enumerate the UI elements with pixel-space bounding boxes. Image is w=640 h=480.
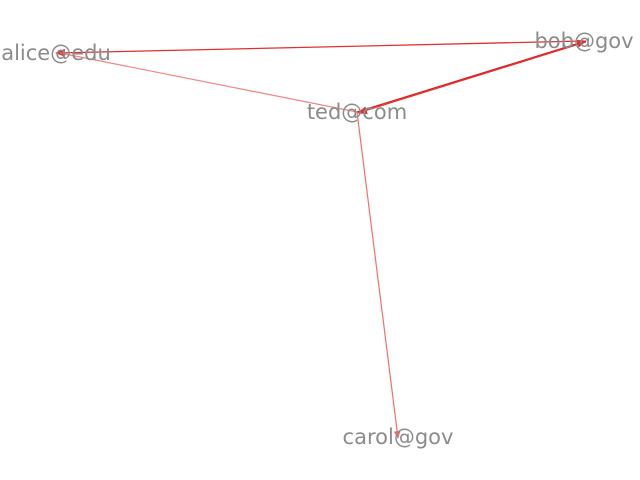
node-label-carol: carol@gov xyxy=(343,425,454,449)
node-label-alice: alice@edu xyxy=(1,41,111,65)
node-label-bob: bob@gov xyxy=(534,29,633,53)
edges-layer xyxy=(55,39,587,439)
edge-ted-to-carol xyxy=(356,111,401,439)
edge-bob-to-alice xyxy=(55,40,585,57)
edge-ted-to-bob xyxy=(356,39,587,113)
node-label-ted: ted@com xyxy=(307,100,407,124)
edge-ted-to-alice xyxy=(59,52,358,113)
nodes-layer: alice@edu bob@gov ted@com carol@gov xyxy=(1,29,633,449)
edge-bob-to-ted xyxy=(357,41,587,115)
